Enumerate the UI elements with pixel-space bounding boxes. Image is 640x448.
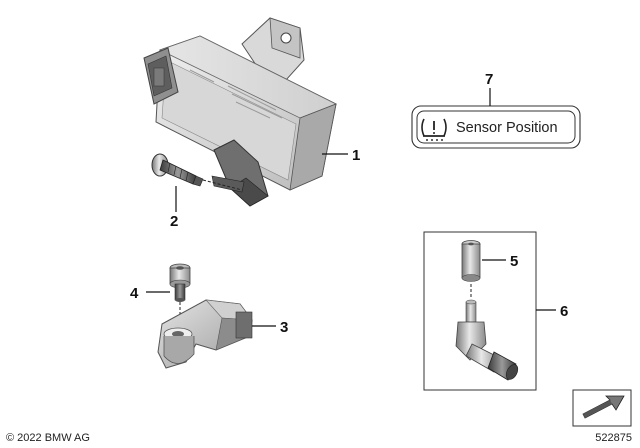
valve-stem [455, 299, 519, 381]
callout-1: 1 [352, 147, 360, 164]
callout-leaders [146, 88, 556, 327]
callout-7: 7 [485, 71, 493, 88]
valve-cap-part-5 [461, 240, 481, 282]
tire-pressure-warning-icon [421, 118, 447, 141]
arrow-down-left-icon[interactable] [572, 389, 632, 427]
valve-set-frame [423, 231, 537, 391]
sticker-label: Sensor Position [456, 120, 558, 136]
sensor-position-sticker-part-7: Sensor Position [411, 105, 581, 149]
copyright-text: © 2022 BMW AG [6, 432, 90, 444]
callout-4: 4 [130, 285, 139, 302]
control-unit-part-1 [143, 17, 337, 207]
screw-part-2 [151, 153, 204, 187]
callout-5: 5 [510, 253, 518, 270]
callout-3: 3 [280, 319, 288, 336]
bolt-part-4 [169, 263, 191, 302]
callout-6: 6 [560, 303, 568, 320]
drawing-number: 522875 [595, 432, 632, 444]
screw-assembly-line [202, 179, 243, 191]
callout-2: 2 [170, 213, 178, 230]
bracket-part-3 [157, 299, 253, 369]
